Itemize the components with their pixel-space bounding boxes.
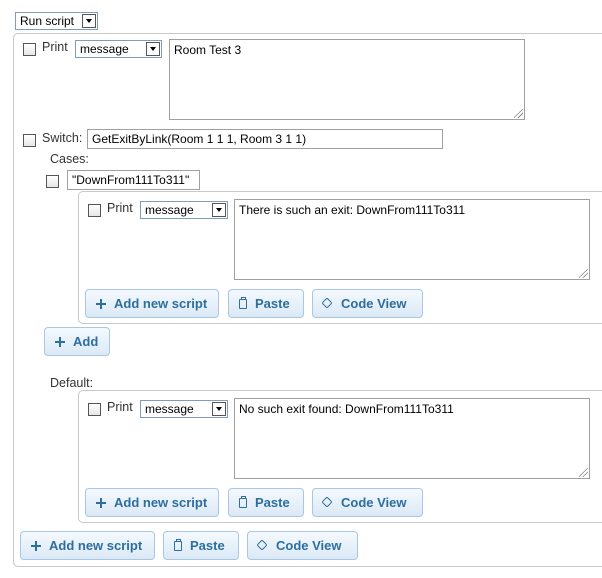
cases-label: Cases: <box>50 152 89 166</box>
resize-grip-icon[interactable] <box>514 109 523 118</box>
add-case-label: Add <box>73 334 99 349</box>
case-print-checkbox[interactable] <box>88 204 101 217</box>
default-print-message-textarea[interactable]: No such exit found: DownFrom111To311 <box>234 398 590 479</box>
case-paste-button[interactable]: Paste <box>228 289 304 318</box>
case-value-input[interactable]: "DownFrom111To311" <box>67 170 200 190</box>
case-print-message-textarea[interactable]: There is such an exit: DownFrom111To311 <box>234 199 590 280</box>
code-view-icon <box>258 541 268 551</box>
print-checkbox[interactable] <box>23 43 36 56</box>
add-new-script-button[interactable]: Add new script <box>20 531 155 560</box>
print-message-textarea[interactable]: Room Test 3 <box>169 39 525 120</box>
add-case-button[interactable]: Add <box>44 327 110 356</box>
default-add-new-script-button[interactable]: Add new script <box>85 488 219 517</box>
dropdown-arrow-icon[interactable] <box>212 402 226 416</box>
plus-icon <box>55 337 65 347</box>
default-add-new-script-label: Add new script <box>114 495 208 510</box>
print-message-text: Room Test 3 <box>174 43 242 57</box>
default-print-label: Print <box>107 400 133 414</box>
code-view-icon <box>323 498 333 508</box>
case-paste-label: Paste <box>255 296 290 311</box>
switch-expression-input[interactable]: GetExitByLink(Room 1 1 1, Room 3 1 1) <box>87 129 443 149</box>
code-view-button[interactable]: Code View <box>247 531 358 560</box>
print-type-select[interactable]: message <box>75 40 162 58</box>
print-label: Print <box>42 40 68 54</box>
default-code-view-label: Code View <box>341 495 407 510</box>
default-label: Default: <box>50 376 94 390</box>
dropdown-arrow-icon[interactable] <box>212 203 226 217</box>
default-code-view-button[interactable]: Code View <box>312 488 423 517</box>
resize-grip-icon[interactable] <box>579 269 588 278</box>
run-script-select-value: Run script <box>20 14 75 28</box>
run-script-select[interactable]: Run script <box>15 12 98 30</box>
clipboard-icon <box>239 496 247 508</box>
default-paste-label: Paste <box>255 495 290 510</box>
clipboard-icon <box>239 297 247 309</box>
case-code-view-label: Code View <box>341 296 407 311</box>
switch-label: Switch: <box>42 131 83 145</box>
case-add-new-script-button[interactable]: Add new script <box>85 289 219 318</box>
clipboard-icon <box>174 539 182 551</box>
case-print-label: Print <box>107 201 133 215</box>
default-paste-button[interactable]: Paste <box>228 488 304 517</box>
case-print-message-text: There is such an exit: DownFrom111To311 <box>239 203 466 217</box>
code-view-label: Code View <box>276 538 342 553</box>
paste-label: Paste <box>190 538 225 553</box>
default-print-type-select[interactable]: message <box>140 400 228 418</box>
case-add-new-script-label: Add new script <box>114 296 208 311</box>
default-print-type-value: message <box>145 402 194 416</box>
case-checkbox[interactable] <box>46 175 59 188</box>
dropdown-arrow-icon[interactable] <box>82 14 96 28</box>
plus-icon <box>96 299 106 309</box>
add-new-script-label: Add new script <box>49 538 143 553</box>
print-type-value: message <box>80 42 129 56</box>
default-print-message-text: No such exit found: DownFrom111To311 <box>239 402 454 416</box>
switch-checkbox[interactable] <box>23 134 36 147</box>
resize-grip-icon[interactable] <box>579 468 588 477</box>
case-print-type-value: message <box>145 203 194 217</box>
paste-button[interactable]: Paste <box>163 531 239 560</box>
case-code-view-button[interactable]: Code View <box>312 289 423 318</box>
plus-icon <box>96 498 106 508</box>
default-print-checkbox[interactable] <box>88 403 101 416</box>
dropdown-arrow-icon[interactable] <box>146 42 160 56</box>
plus-icon <box>31 541 41 551</box>
code-view-icon <box>323 299 333 309</box>
case-print-type-select[interactable]: message <box>140 201 228 219</box>
